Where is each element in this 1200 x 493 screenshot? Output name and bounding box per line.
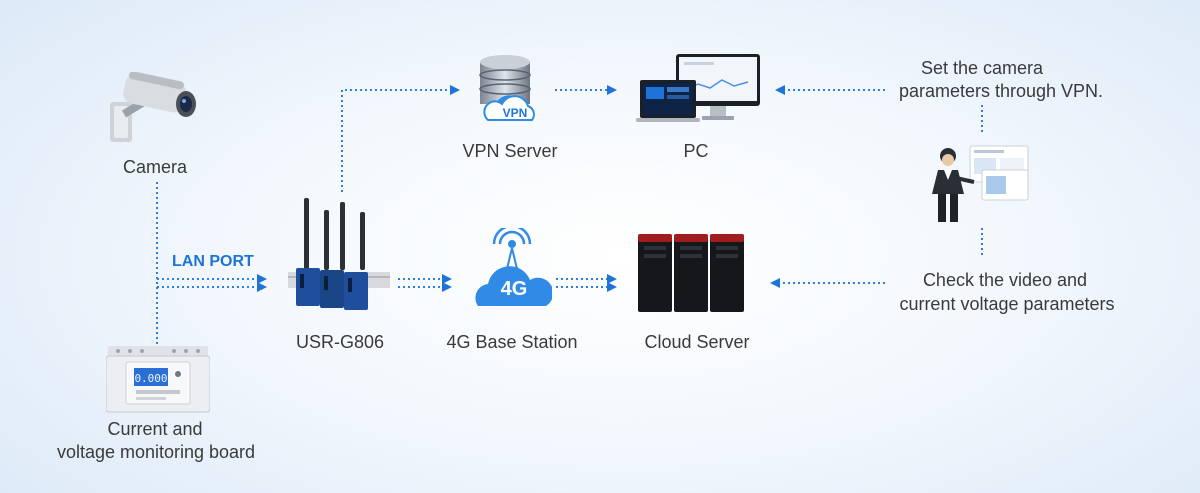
cloud-server-label: Cloud Server bbox=[644, 332, 750, 352]
cloud-server-icon bbox=[638, 234, 744, 312]
vpn-badge: VPN bbox=[502, 106, 528, 120]
pc-label: PC bbox=[683, 141, 709, 161]
check-video-note-line2: current voltage parameters bbox=[899, 294, 1115, 314]
vpn-server-label: VPN Server bbox=[462, 141, 558, 161]
camera-label: Camera bbox=[122, 157, 188, 177]
pc-icon bbox=[636, 54, 760, 122]
set-camera-note-line2: parameters through VPN. bbox=[898, 81, 1104, 101]
set-camera-note-line1: Set the camera bbox=[920, 58, 1044, 78]
board-label-line1: Current and bbox=[107, 419, 203, 439]
router-icon bbox=[288, 198, 390, 310]
monitoring-board-icon bbox=[106, 346, 210, 413]
check-video-note-line1: Check the video and bbox=[922, 270, 1088, 290]
base-station-label: 4G Base Station bbox=[446, 332, 578, 352]
base-station-badge: 4G bbox=[500, 278, 528, 300]
router-label: USR-G806 bbox=[295, 332, 385, 352]
board-label-line2: voltage monitoring board bbox=[56, 442, 256, 462]
vpn-server-icon bbox=[479, 55, 535, 121]
base-station-icon bbox=[475, 228, 552, 306]
meter-display: 0.000 bbox=[134, 372, 168, 385]
camera-icon bbox=[110, 72, 196, 142]
router-vpn-link bbox=[341, 85, 460, 192]
operator-icon bbox=[932, 145, 1029, 222]
lan-port-label: LAN PORT bbox=[172, 253, 254, 270]
